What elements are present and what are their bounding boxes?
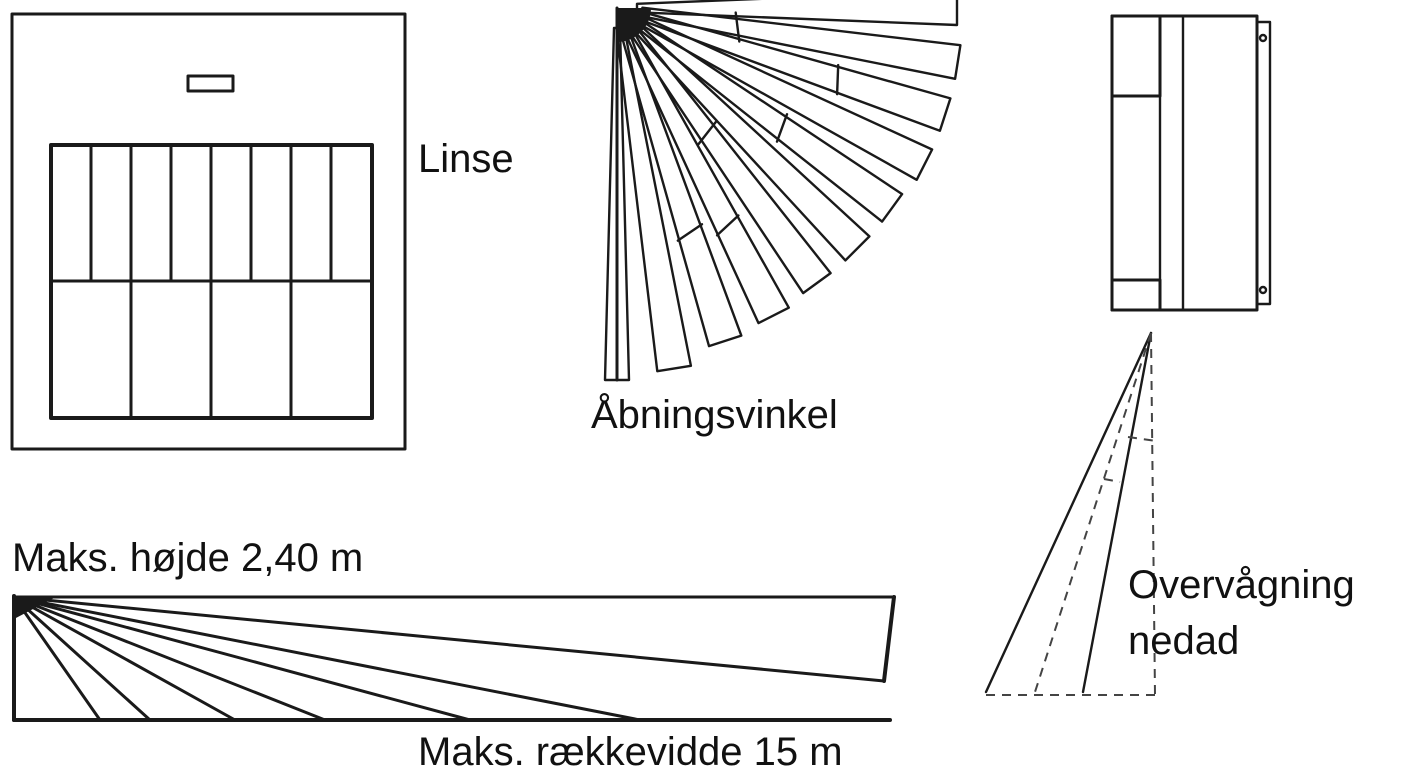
detector-side-view [1110, 14, 1272, 312]
range-lowest-long-beam [12, 595, 886, 683]
downward-zone-vertical-reference [1150, 332, 1156, 696]
downward-zone-tick [1103, 478, 1121, 483]
downward-monitoring-cone [984, 331, 1157, 696]
fan-beam-segment-mark [697, 119, 718, 146]
fan-detection-beam [625, 31, 790, 325]
opening-angle-label: Åbningsvinkel [591, 392, 838, 437]
range-origin-hub [14, 597, 56, 619]
range-detection-ray [12, 595, 102, 722]
detector-side-upper-block [1110, 14, 1162, 98]
detector-indicator-window [186, 74, 235, 93]
fan-detection-beam [630, 28, 832, 295]
lens-front-view [10, 12, 407, 451]
detector-side-lower-block [1110, 278, 1162, 312]
max-range-label: Maks. rækkevidde 15 m [418, 730, 843, 774]
lens-label: Linse [418, 137, 514, 181]
detector-mount-screw [1258, 33, 1268, 43]
lens-upper-segments [89, 143, 333, 283]
downward-monitoring-label-line2: nedad [1128, 619, 1239, 663]
fan-beam-segment-mark [715, 214, 740, 237]
range-detection-ray [12, 595, 327, 722]
detector-side-bracket [1255, 20, 1272, 306]
max-height-label: Maks. højde 2,40 m [12, 536, 363, 580]
range-detection-ray [12, 595, 642, 722]
range-detection-ray [12, 595, 237, 722]
fan-beam-segment-mark [676, 223, 704, 242]
lens-lower-segments [129, 279, 293, 420]
range-detection-ray [12, 595, 472, 722]
fan-detection-beam [640, 16, 934, 182]
detector-housing-outline [10, 12, 407, 451]
fan-origin-hub [617, 8, 651, 42]
detector-side-body [1110, 14, 1259, 312]
downward-zone-outer-left [984, 331, 1153, 694]
fan-beam-segment-mark [775, 112, 789, 143]
opening-angle-fan [603, 0, 962, 382]
fan-detection-beam [637, 21, 904, 223]
fan-beam-segment-mark [835, 63, 840, 96]
downward-zone-tick [1127, 436, 1157, 442]
fan-beam-segment-mark [734, 11, 741, 43]
downward-zone-outer-right [1081, 331, 1153, 694]
side-range-view [12, 594, 896, 722]
range-far-end [882, 595, 896, 683]
range-detection-ray [12, 595, 152, 722]
detector-mount-screw [1258, 285, 1268, 295]
downward-monitoring-label-line1: Overvågning [1128, 563, 1355, 607]
